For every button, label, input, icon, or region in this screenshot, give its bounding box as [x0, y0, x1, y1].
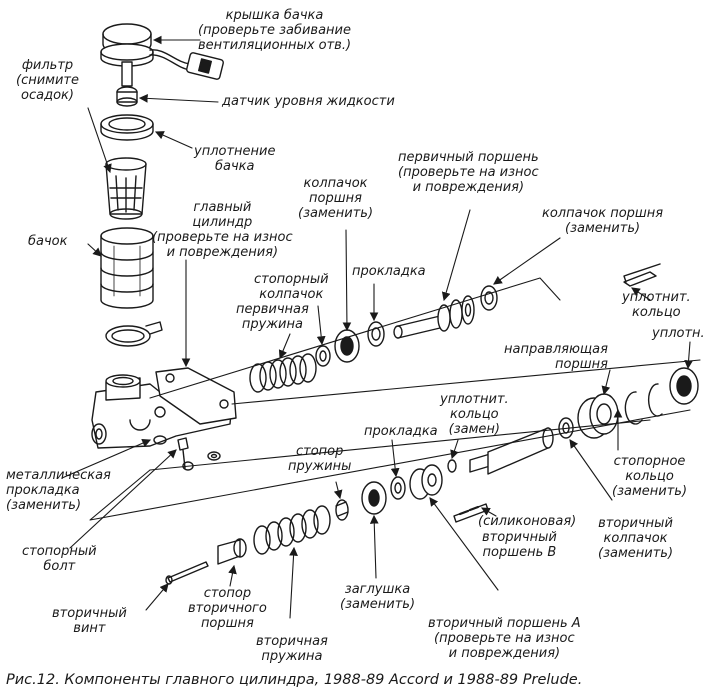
seal-part — [669, 367, 699, 405]
master-cylinder-body — [91, 367, 237, 449]
figure-caption: Рис.12. Компоненты главного цилиндра, 19… — [6, 672, 583, 688]
o-ring-mid-part — [447, 459, 457, 473]
primary-piston-part — [393, 295, 475, 339]
label-gasket-mid: прокладка — [364, 424, 438, 439]
metal-gasket-part — [153, 435, 221, 461]
sec-piston-a-part — [409, 464, 443, 500]
sec-piston-b-part — [469, 427, 554, 475]
leader-arrows — [61, 35, 693, 619]
o-ring-top-part — [623, 263, 661, 287]
sec-piston-stop-part — [217, 538, 247, 565]
reservoir-part — [100, 227, 154, 309]
label-level-sensor: датчик уровня жидкости — [222, 94, 395, 109]
reservoir-seal-part — [100, 114, 154, 141]
primary-spring-part — [249, 353, 317, 393]
level-sensor-part — [116, 61, 138, 107]
gasket-top-part — [367, 321, 385, 347]
label-gasket-top: прокладка — [352, 264, 426, 279]
secondary-screw-part — [165, 561, 209, 585]
plug-part — [361, 481, 387, 515]
stop-cap-part — [315, 345, 331, 367]
reservoir-clamp-part — [105, 321, 163, 347]
secondary-spring-part — [253, 505, 331, 555]
stop-bolt-part — [177, 437, 194, 471]
reservoir-cap-part — [100, 23, 224, 80]
spring-stop-part — [335, 499, 349, 521]
piston-cup-2-part — [480, 285, 498, 311]
piston-cup-part — [334, 329, 360, 363]
label-plug: заглушка(заменить) — [340, 582, 416, 612]
label-seal: уплотн. — [652, 326, 705, 341]
label-piston-cup-2: колпачок поршня(заменить) — [542, 206, 664, 236]
label-silicone: (силиконовая) — [478, 514, 577, 529]
filter-part — [105, 157, 147, 220]
piston-guide-part — [577, 393, 619, 439]
label-o-ring-top: уплотнит.кольцо — [622, 290, 691, 320]
gasket-mid-part — [390, 476, 406, 500]
label-reservoir: бачок — [28, 234, 68, 249]
label-o-ring-mid: уплотнит.кольцо(замен) — [440, 392, 509, 437]
